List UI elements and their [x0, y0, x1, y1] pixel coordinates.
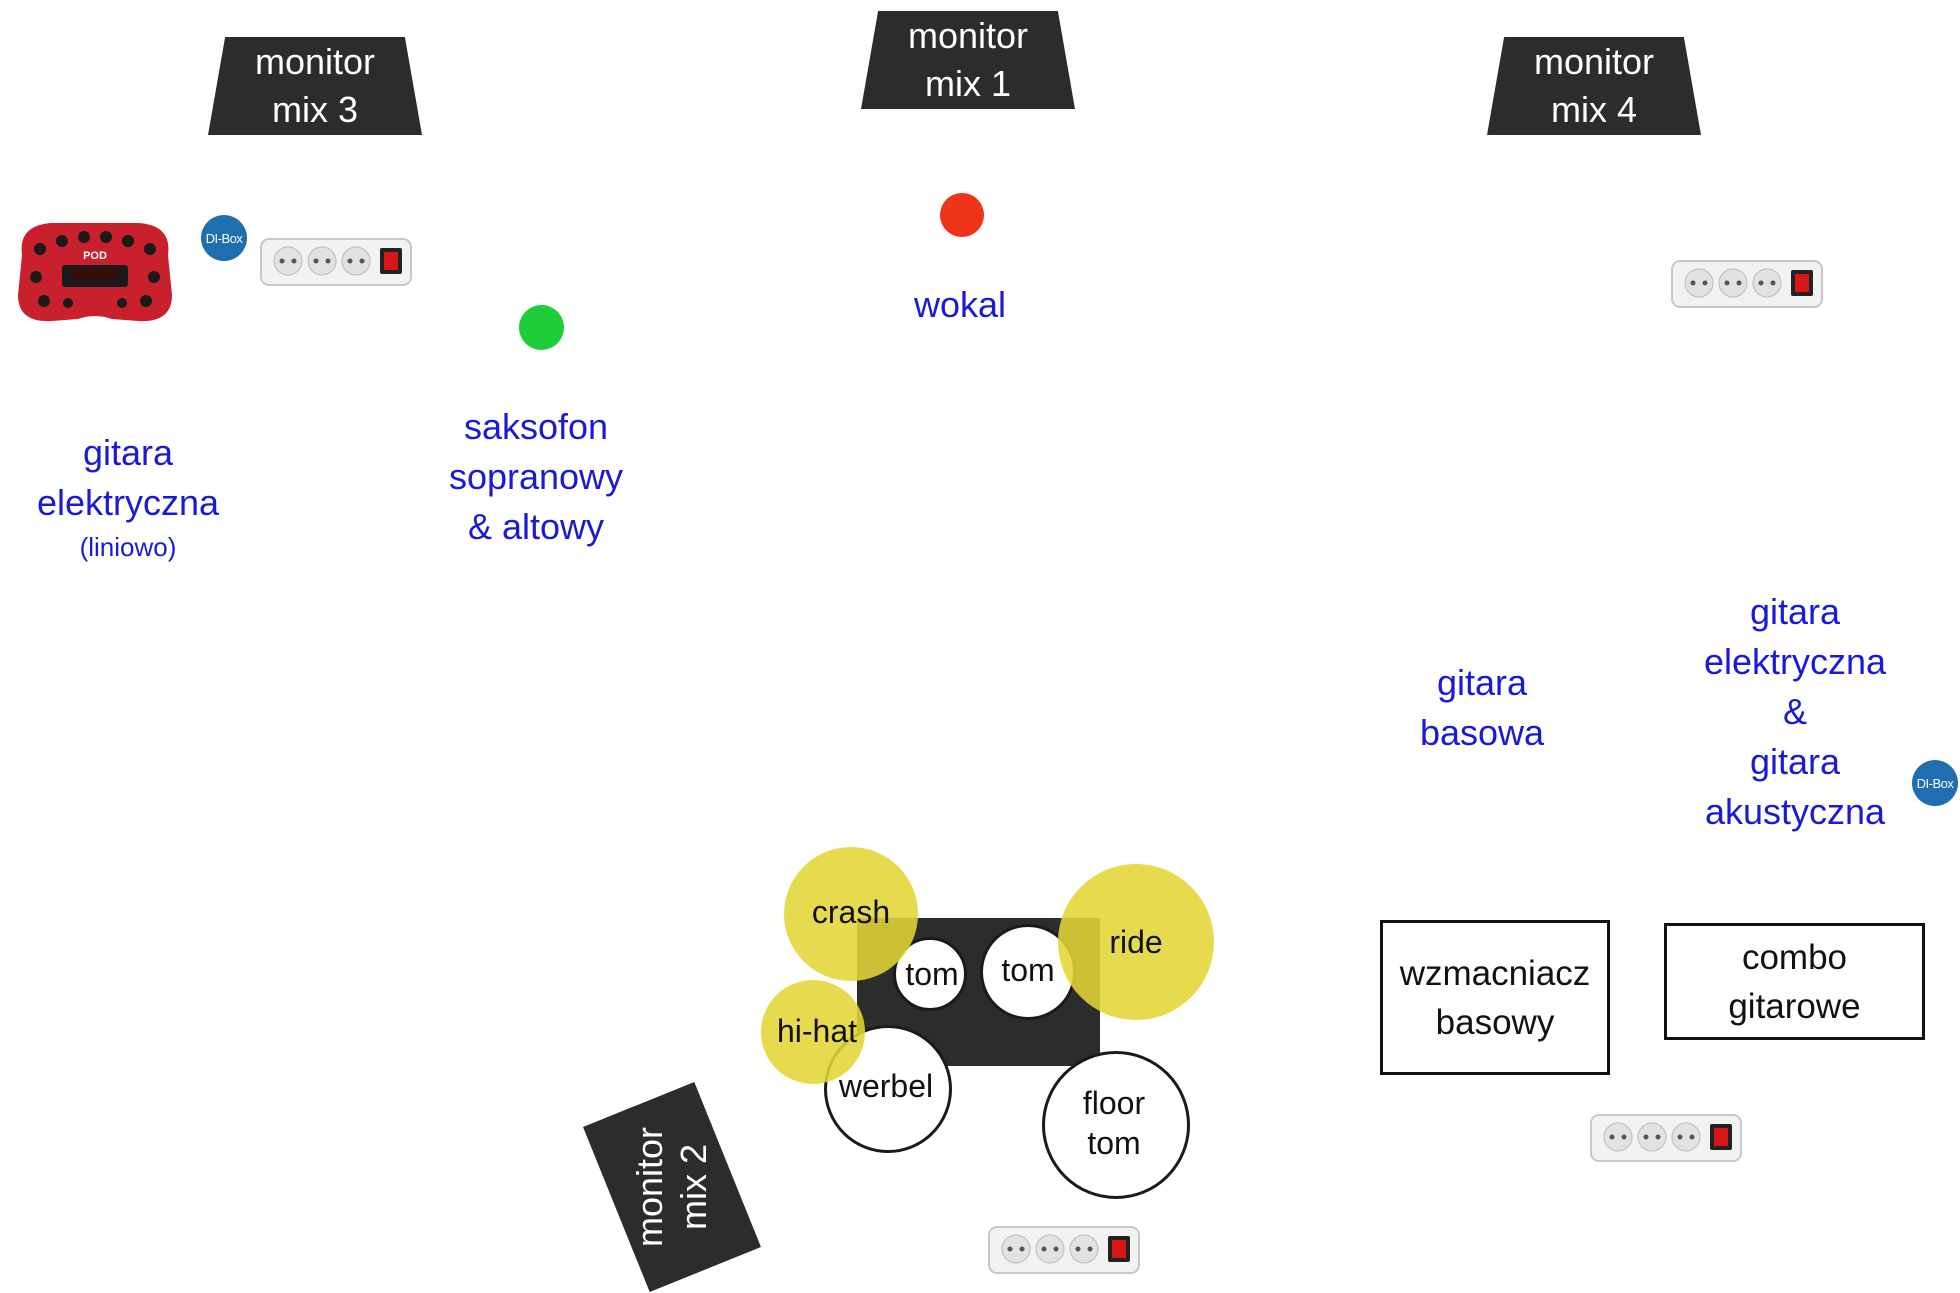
- vocal-text: wokal: [913, 284, 1007, 325]
- guitar-left-note: (liniowo): [79, 532, 177, 562]
- sax-label-line: sopranowy: [448, 456, 624, 497]
- ride-cymbal: [1058, 864, 1214, 1020]
- bass-label: gitara basowa: [1382, 658, 1582, 758]
- guitar-left-label-line: elektryczna: [36, 482, 220, 523]
- snare-text: werbel: [838, 1068, 934, 1104]
- di-box-right: DI-Box: [1912, 760, 1958, 806]
- guitar-right-label-line: gitara: [1749, 741, 1841, 782]
- monitor-mix-3: monitor mix 3: [208, 37, 422, 135]
- monitor-label: monitor: [254, 41, 376, 82]
- sax-label-line: & altowy: [467, 506, 605, 547]
- guitar-right-label-line: akustyczna: [1704, 791, 1886, 832]
- sax-label: saksofon sopranowy & altowy: [416, 402, 656, 552]
- guitar-left-label-line: gitara: [82, 432, 174, 473]
- bass-amp-box: wzmacniacz basowy: [1380, 920, 1610, 1075]
- power-strip-icon: [1590, 1112, 1742, 1164]
- hihat-label: hi-hat: [761, 1011, 873, 1051]
- sax-label-line: saksofon: [463, 406, 609, 447]
- guitar-combo-box: combo gitarowe: [1664, 923, 1925, 1040]
- vocal-mic-dot: [940, 193, 984, 237]
- guitar-right-label-line: elektryczna: [1703, 641, 1887, 682]
- guitar-combo-label: gitarowe: [1728, 986, 1861, 1026]
- crash-label: crash: [784, 892, 918, 932]
- floor-tom: [1042, 1051, 1190, 1199]
- monitor-label: monitor: [907, 15, 1029, 56]
- power-strip-icon: [988, 1224, 1140, 1276]
- bass-label-line: gitara: [1436, 662, 1528, 703]
- monitor-mix-2: monitor mix 2: [583, 1082, 761, 1292]
- power-strip-icon: [1671, 258, 1823, 310]
- guitar-multieffect-pod-icon: POD: [12, 215, 178, 327]
- bass-amp-label: wzmacniacz: [1399, 953, 1591, 993]
- bass-amp-label: basowy: [1435, 1002, 1555, 1042]
- bass-label-line: basowa: [1419, 712, 1545, 753]
- monitor-label: mix 1: [924, 63, 1011, 104]
- guitar-right-label: gitara elektryczna & gitara akustyczna: [1680, 587, 1910, 837]
- floor-tom-label: floor tom: [1042, 1078, 1186, 1168]
- hihat-cymbal: [761, 980, 865, 1084]
- monitor-label: mix 4: [1550, 89, 1637, 130]
- floor-tom-text: tom: [1087, 1125, 1141, 1161]
- monitor-label: monitor: [1533, 41, 1655, 82]
- ride-label: ride: [1076, 922, 1196, 962]
- di-box-left: DI-Box: [201, 215, 247, 261]
- sax-mic-dot: [519, 305, 564, 350]
- tom-2-text: tom: [1001, 952, 1055, 988]
- di-box-label: DI-Box: [205, 230, 243, 246]
- di-box-label: DI-Box: [1916, 775, 1954, 791]
- svg-text:POD: POD: [83, 250, 107, 262]
- tom-1-label: tom: [893, 954, 971, 994]
- tom-1-text: tom: [905, 956, 959, 992]
- guitar-right-label-line: gitara: [1749, 591, 1841, 632]
- monitor-label: mix 3: [271, 89, 358, 130]
- snare-label: werbel: [824, 1066, 948, 1106]
- monitor-label: mix 2: [673, 1143, 714, 1231]
- power-strip-icon: [260, 236, 412, 288]
- guitar-left-label: gitara elektryczna (liniowo): [18, 428, 238, 566]
- monitor-mix-4: monitor mix 4: [1487, 37, 1701, 135]
- guitar-right-label-line: &: [1782, 691, 1807, 732]
- vocal-label: wokal: [880, 280, 1040, 330]
- floor-tom-text: floor: [1082, 1085, 1146, 1121]
- crash-cymbal: [784, 847, 918, 981]
- tom-2-label: tom: [980, 950, 1076, 990]
- guitar-combo-label: combo: [1741, 937, 1848, 977]
- monitor-label: monitor: [629, 1126, 670, 1248]
- ride-text: ride: [1109, 924, 1163, 960]
- monitor-mix-1: monitor mix 1: [861, 11, 1075, 109]
- hihat-text: hi-hat: [776, 1013, 858, 1049]
- crash-text: crash: [811, 894, 891, 930]
